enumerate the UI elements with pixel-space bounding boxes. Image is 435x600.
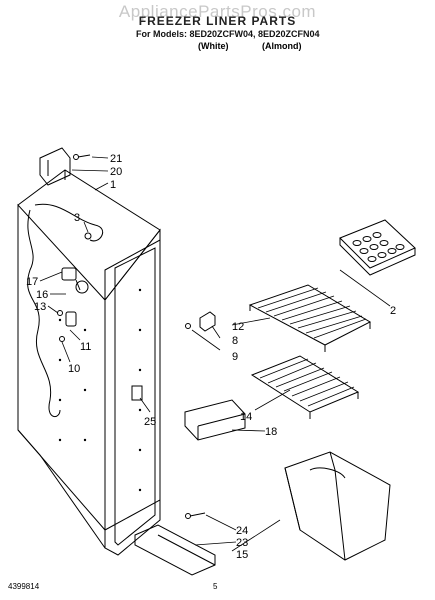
door-switch [65,311,77,327]
variant-white-label: (White) [198,41,229,51]
light-bulb [75,280,89,294]
callout-14: 14 [240,411,252,423]
ice-tray [339,219,416,269]
screw-21 [77,154,91,158]
callout-9: 9 [232,351,238,363]
bottom-rail [134,524,216,576]
callout-16: 16 [36,289,48,301]
shelf-support [184,399,246,441]
screw-9 [185,323,191,329]
liner-left-wall [17,203,106,532]
callout-20: 20 [110,166,122,178]
callout-3: 3 [74,212,80,224]
document-number: 4399814 [8,582,40,591]
light-socket [61,267,77,281]
page-number: 5 [213,582,218,591]
callout-23: 23 [236,537,248,549]
callout-24: 24 [236,525,248,537]
callout-15: 15 [236,549,248,561]
liner-front-flange [104,239,161,556]
variant-almond-label: (Almond) [262,41,302,51]
callout-2: 2 [390,305,396,317]
wire-shelf-upper [248,284,372,346]
callout-8: 8 [232,335,238,347]
models-line: For Models: 8ED20ZCFW04, 8ED20ZCFN04 [136,29,320,39]
screw-3 [84,232,92,240]
top-bracket [39,147,71,186]
liner-back-wall [104,228,161,531]
callout-17: 17 [26,276,38,288]
shelf-bracket [199,311,216,332]
callout-12: 12 [232,321,244,333]
wire-harness [27,209,61,418]
callout-10: 10 [68,363,80,375]
callout-25: 25 [144,416,156,428]
screw-24 [189,512,206,517]
callout-18: 18 [265,426,277,438]
sensor-clip [131,385,143,401]
callout-11: 11 [80,341,91,353]
callout-1: 1 [110,179,116,191]
freezer-bin [284,451,391,561]
liner-top [17,169,161,301]
callout-21: 21 [110,153,122,165]
page-title: FREEZER LINER PARTS [138,14,297,28]
watermark-text: AppliancePartsPros.com [118,2,317,21]
callout-13: 13 [34,301,46,313]
